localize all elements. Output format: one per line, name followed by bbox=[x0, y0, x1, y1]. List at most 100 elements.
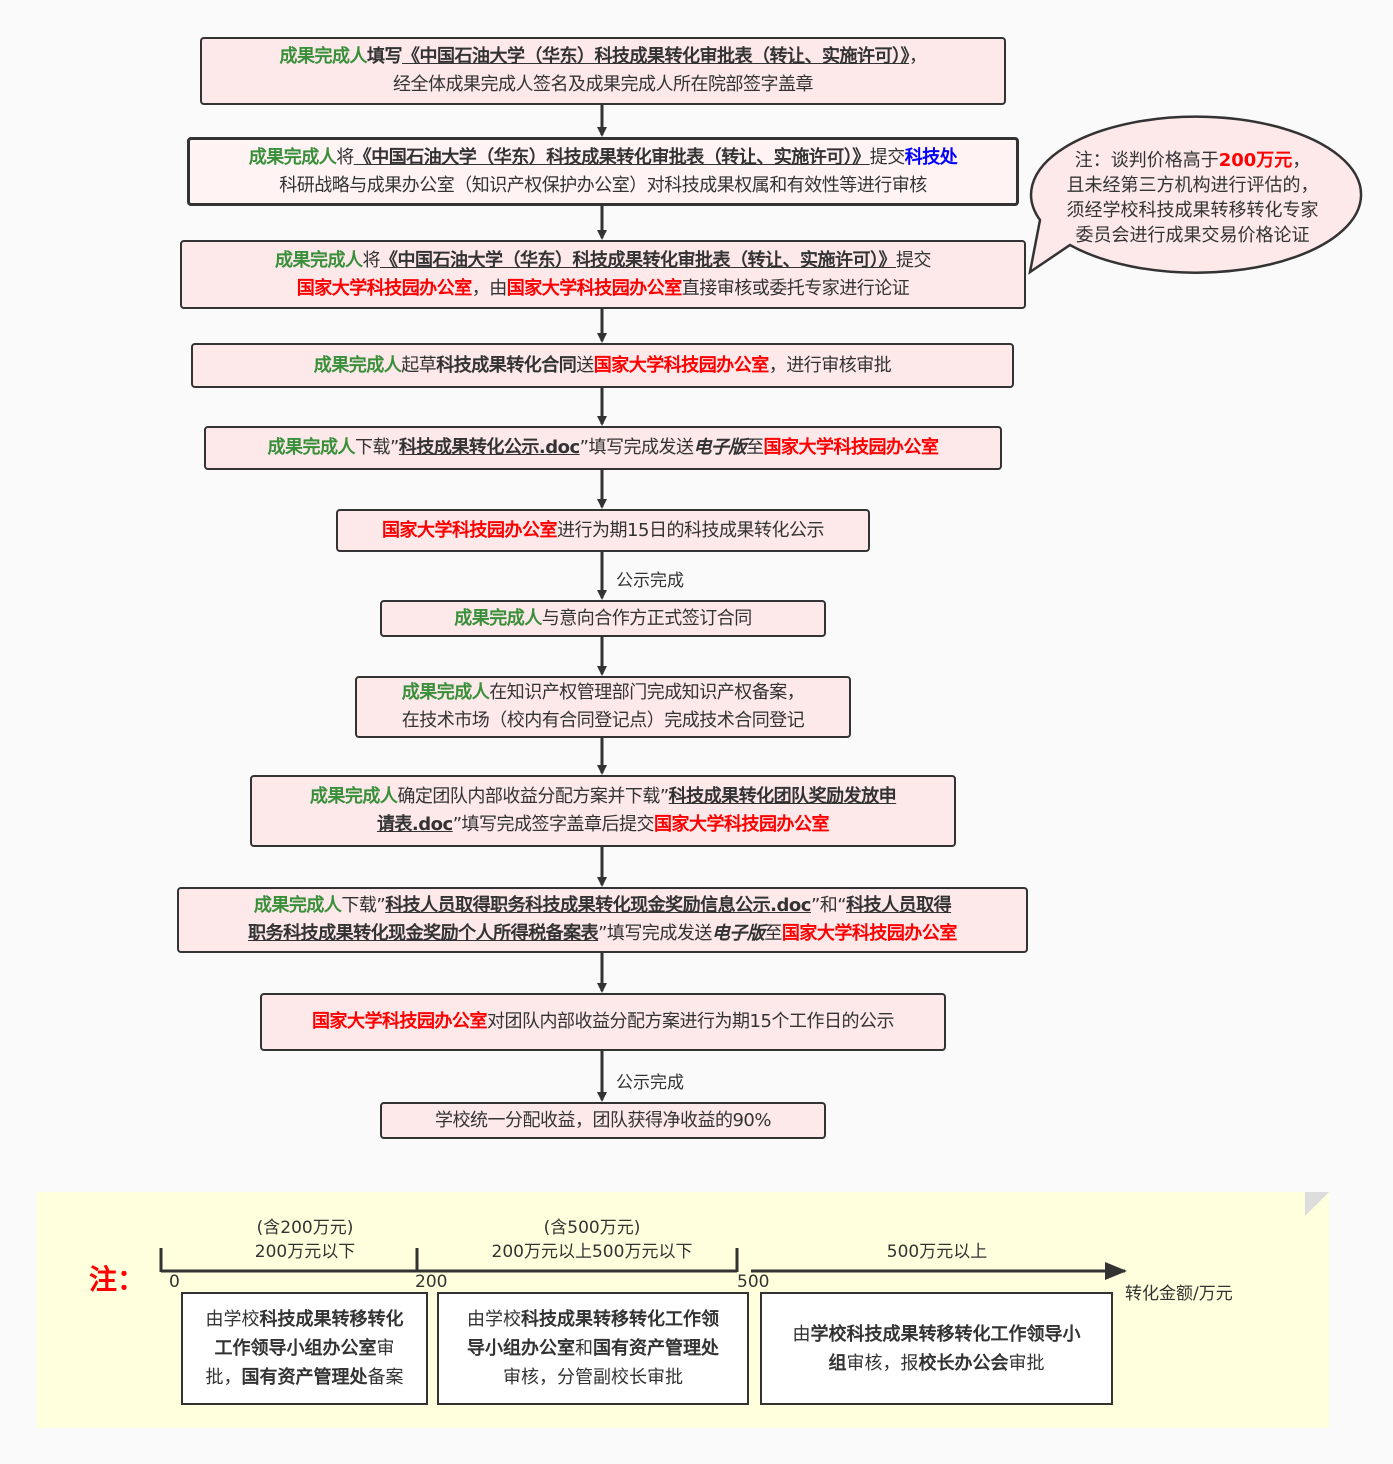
step-5-box[interactable]: 成果完成人下载”科技成果转化公示.doc”填写完成发送电子版至国家大学科技园办公… bbox=[204, 426, 1002, 470]
document-name: 《中国石油大学（华东）科技成果转化审批表（转让、实施许可）》 bbox=[353, 146, 871, 168]
text-segment: 在知识产权管理部门完成知识产权备案， bbox=[489, 682, 805, 703]
step-12-box[interactable]: 学校统一分配收益，团队获得净收益的90% bbox=[380, 1102, 826, 1139]
office-text: 国家大学科技园办公室 bbox=[763, 437, 939, 458]
document-name: 科技人员取得 bbox=[846, 895, 952, 916]
step-11-box[interactable]: 国家大学科技园办公室对团队内部收益分配方案进行为期15个工作日的公示 bbox=[260, 993, 946, 1051]
text-segment: 导小组办公室 bbox=[467, 1338, 575, 1359]
text-line: 成果完成人填写《中国石油大学（华东）科技成果转化审批表（转让、实施许可）》， bbox=[280, 43, 927, 71]
text-block: 由学校科技成果转移转化工作领导小组办公室审批，国有资产管理处备案 bbox=[206, 1305, 404, 1392]
text-segment: 国有资产管理处 bbox=[241, 1367, 368, 1388]
text-line: 请表.doc”填写完成签字盖章后提交国家大学科技园办公室 bbox=[310, 811, 896, 839]
actor-text: 成果完成人 bbox=[248, 146, 337, 168]
text-segment: 且未经第三方机构进行评估的， bbox=[1066, 175, 1319, 196]
step-9-box[interactable]: 成果完成人确定团队内部收益分配方案并下载”科技成果转化团队奖励发放申请表.doc… bbox=[250, 775, 956, 847]
range-1-label: (含200万元)200万元以下 bbox=[254, 1218, 356, 1262]
text-block: 注：谈判价格高于200万元，且未经第三方机构进行评估的，须经学校科技成果转移转化… bbox=[1040, 148, 1345, 248]
step-2-box[interactable]: 成果完成人将《中国石油大学（华东）科技成果转化审批表（转让、实施许可）》提交科技… bbox=[187, 137, 1019, 206]
text-block: 成果完成人将《中国石油大学（华东）科技成果转化审批表（转让、实施许可）》提交国家… bbox=[275, 247, 932, 303]
text-line: 国家大学科技园办公室，由国家大学科技园办公室直接审核或委托专家进行论证 bbox=[275, 275, 931, 303]
text-line: 职务科技成果转化现金奖励个人所得税备案表”填写完成发送电子版至国家大学科技园办公… bbox=[248, 920, 957, 948]
approval-box-under-200: 由学校科技成果转移转化工作领导小组办公室审批，国有资产管理处备案 bbox=[181, 1292, 428, 1405]
text-segment: 电子版 bbox=[693, 437, 746, 458]
actor-text: 成果完成人 bbox=[454, 607, 542, 629]
text-block: 国家大学科技园办公室对团队内部收益分配方案进行为期15个工作日的公示 bbox=[312, 1008, 894, 1036]
text-line: 国家大学科技园办公室对团队内部收益分配方案进行为期15个工作日的公示 bbox=[312, 1008, 894, 1036]
tick-label: 500 bbox=[737, 1272, 770, 1292]
note-title: 注： bbox=[89, 1263, 146, 1296]
callout-text: 注：谈判价格高于200万元，且未经第三方机构进行评估的，须经学校科技成果转移转化… bbox=[1040, 148, 1345, 248]
text-block: 由学校科技成果转移转化工作领导小组办公室和国有资产管理处审核，分管副校长审批 bbox=[467, 1305, 719, 1392]
text-segment: 送 bbox=[576, 354, 594, 376]
text-segment: 起草 bbox=[401, 354, 437, 376]
text-line: 国家大学科技园办公室进行为期15日的科技成果转化公示 bbox=[382, 517, 824, 545]
step-4-box[interactable]: 成果完成人起草科技成果转化合同送国家大学科技园办公室，进行审核审批 bbox=[191, 343, 1014, 388]
text-segment: 填写 bbox=[367, 46, 403, 67]
text-segment: ，由 bbox=[471, 277, 508, 299]
document-name: 请表.doc bbox=[376, 814, 453, 835]
office-text: 国家大学科技园办公室 bbox=[593, 354, 770, 376]
text-block: 国家大学科技园办公室进行为期15日的科技成果转化公示 bbox=[382, 517, 824, 545]
step-1-box[interactable]: 成果完成人填写《中国石油大学（华东）科技成果转化审批表（转让、实施许可）》，经全… bbox=[200, 37, 1006, 105]
text-segment: 至 bbox=[764, 923, 782, 944]
text-line: 成果完成人在知识产权管理部门完成知识产权备案， bbox=[402, 679, 805, 707]
text-line: 审核，分管副校长审批 bbox=[467, 1363, 719, 1392]
text-segment: 在技术市场（校内有合同登记点）完成技术合同登记 bbox=[401, 710, 805, 731]
actor-text: 成果完成人 bbox=[279, 46, 368, 67]
text-line: 工作领导小组办公室审 bbox=[206, 1334, 404, 1363]
text-segment: 学校科技成果转移转化工作领导小 bbox=[810, 1323, 1081, 1345]
note-panel: 注： (含200万元)200万元以下 (含500万元)200万元以上500万元以… bbox=[37, 1192, 1329, 1428]
text-segment: 委员会进行成果交易价格论证 bbox=[1075, 225, 1310, 246]
text-line: 成果完成人与意向合作方正式签订合同 bbox=[454, 605, 752, 633]
office-text: 国家大学科技园办公室 bbox=[296, 277, 473, 299]
text-segment: 至 bbox=[745, 437, 764, 458]
text-line: 成果完成人将《中国石油大学（华东）科技成果转化审批表（转让、实施许可）》提交科技… bbox=[249, 144, 958, 172]
text-block: 成果完成人将《中国石油大学（华东）科技成果转化审批表（转让、实施许可）》提交科技… bbox=[249, 144, 958, 200]
text-segment: ”和“ bbox=[810, 895, 847, 916]
tick-label: 0 bbox=[169, 1272, 180, 1292]
text-segment: 审 bbox=[376, 1338, 395, 1359]
edge-label: 公示完成 bbox=[616, 1073, 684, 1093]
text-line: 学校统一分配收益，团队获得净收益的90% bbox=[434, 1107, 772, 1135]
actor-text: 成果完成人 bbox=[309, 786, 398, 807]
text-segment: 和 bbox=[575, 1338, 593, 1359]
text-line: 须经学校科技成果转移转化专家 bbox=[1040, 198, 1345, 223]
text-segment: 组 bbox=[828, 1352, 847, 1374]
actor-text: 成果完成人 bbox=[313, 354, 402, 376]
document-name: 《中国石油大学（华东）科技成果转化审批表（转让、实施许可）》 bbox=[380, 249, 897, 271]
office-text: 国家大学科技园办公室 bbox=[781, 923, 958, 944]
text-segment: 电子版 bbox=[711, 923, 765, 944]
text-segment: 确定团队内部收益分配方案并下载” bbox=[397, 786, 669, 807]
range-3-label: 500万元以上 bbox=[886, 1242, 988, 1262]
text-segment: 科技成果转化合同 bbox=[436, 354, 577, 376]
office-text: 科技处 bbox=[904, 146, 958, 168]
text-line: 由学校科技成果转移转化工作领 bbox=[467, 1305, 719, 1334]
text-segment: 下载” bbox=[341, 895, 386, 916]
text-segment: 将 bbox=[336, 146, 354, 168]
text-segment: 备案 bbox=[367, 1367, 404, 1388]
text-segment: 科技成果转移转化 bbox=[259, 1309, 404, 1330]
text-segment: 由学校 bbox=[205, 1309, 260, 1330]
text-line: 成果完成人下载”科技成果转化公示.doc”填写完成发送电子版至国家大学科技园办公… bbox=[268, 434, 939, 462]
text-segment: 科技成果转移转化工作领 bbox=[521, 1309, 719, 1330]
text-line: 由学校科技成果转移转化工作领导小 bbox=[793, 1320, 1081, 1349]
step-6-box[interactable]: 国家大学科技园办公室进行为期15日的科技成果转化公示 bbox=[336, 509, 870, 552]
document-name: 《中国石油大学（华东）科技成果转化审批表（转让、实施许可）》 bbox=[402, 46, 910, 67]
text-segment: 提交 bbox=[896, 249, 932, 271]
actor-text: 成果完成人 bbox=[401, 682, 490, 703]
text-line: 在技术市场（校内有合同登记点）完成技术合同登记 bbox=[402, 707, 805, 735]
text-segment: 科研战略与成果办公室（知识产权保护办公室）对科技成果权属和有效性等进行审核 bbox=[279, 174, 927, 196]
text-segment: ， bbox=[1292, 150, 1311, 171]
text-segment: 学校统一分配收益，团队获得净收益的90% bbox=[434, 1109, 772, 1131]
step-8-box[interactable]: 成果完成人在知识产权管理部门完成知识产权备案， 在技术市场（校内有合同登记点）完成… bbox=[355, 676, 851, 738]
text-block: 成果完成人下载”科技成果转化公示.doc”填写完成发送电子版至国家大学科技园办公… bbox=[268, 434, 939, 462]
step-7-box[interactable]: 成果完成人与意向合作方正式签订合同 bbox=[380, 600, 826, 637]
step-10-box[interactable]: 成果完成人下载”科技人员取得职务科技成果转化现金奖励信息公示.doc”和“科技人… bbox=[177, 887, 1028, 953]
text-block: 成果完成人与意向合作方正式签订合同 bbox=[454, 605, 752, 633]
office-text: 国家大学科技园办公室 bbox=[312, 1011, 488, 1032]
text-block: 成果完成人填写《中国石油大学（华东）科技成果转化审批表（转让、实施许可）》，经全… bbox=[280, 43, 927, 99]
step-3-box[interactable]: 成果完成人将《中国石油大学（华东）科技成果转化审批表（转让、实施许可）》提交国家… bbox=[180, 240, 1026, 309]
text-segment: 将 bbox=[362, 249, 381, 271]
text-segment: 直接审核或委托专家进行论证 bbox=[681, 277, 910, 299]
